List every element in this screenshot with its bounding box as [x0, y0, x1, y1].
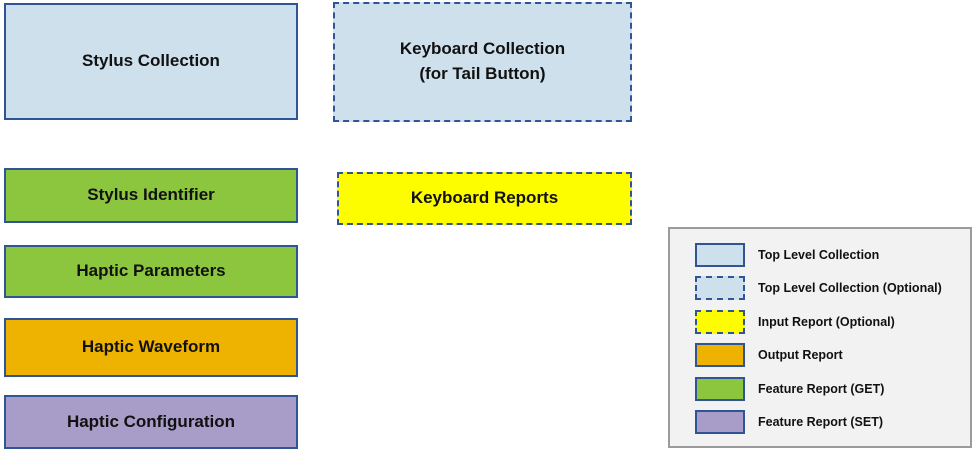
legend-row-feature-report-set: Feature Report (SET)	[695, 409, 970, 434]
legend-row-top-level-collection: Top Level Collection	[695, 243, 970, 267]
legend-swatch-top-level-collection-optional	[695, 276, 745, 301]
keyboard-reports-box: Keyboard Reports	[337, 172, 632, 225]
legend-swatch-feature-report-get	[695, 376, 745, 401]
haptic-waveform-label: Haptic Waveform	[81, 337, 221, 357]
legend-label-feature-report-get: Feature Report (GET)	[758, 381, 885, 396]
legend-row-top-level-collection-optional: Top Level Collection (Optional)	[695, 276, 970, 301]
keyboard-collection-box: Keyboard Collection (for Tail Button)	[333, 2, 632, 122]
stylus-identifier-label: Stylus Identifier	[87, 185, 215, 205]
stylus-collection-label: Stylus Collection	[82, 51, 220, 71]
haptic-waveform-box: Haptic Waveform	[4, 318, 298, 377]
haptic-configuration-box: Haptic Configuration	[4, 395, 298, 449]
legend-swatch-input-report-optional	[695, 309, 745, 334]
keyboard-collection-label-line2: (for Tail Button)	[419, 64, 546, 83]
legend-swatch-feature-report-set	[695, 409, 745, 434]
legend-swatch-top-level-collection	[695, 243, 745, 267]
stylus-collection-box: Stylus Collection	[4, 3, 298, 120]
legend-label-feature-report-set: Feature Report (SET)	[758, 414, 884, 429]
legend-label-input-report-optional: Input Report (Optional)	[758, 314, 895, 329]
legend-label-top-level-collection: Top Level Collection	[758, 248, 880, 262]
stylus-identifier-box: Stylus Identifier	[4, 168, 298, 223]
legend-panel: Top Level Collection Top Level Collectio…	[668, 227, 972, 448]
legend-row-input-report-optional: Input Report (Optional)	[695, 309, 970, 334]
haptic-parameters-label: Haptic Parameters	[76, 261, 226, 281]
legend-swatch-output-report	[695, 343, 745, 368]
haptic-parameters-box: Haptic Parameters	[4, 245, 298, 298]
legend-label-output-report: Output Report	[758, 348, 843, 363]
haptic-configuration-label: Haptic Configuration	[66, 411, 236, 431]
legend-label-top-level-collection-optional: Top Level Collection (Optional)	[758, 281, 942, 296]
legend-row-feature-report-get: Feature Report (GET)	[695, 376, 970, 401]
keyboard-reports-label: Keyboard Reports	[410, 188, 559, 208]
legend-row-output-report: Output Report	[695, 343, 970, 368]
keyboard-collection-label-line1: Keyboard Collection	[399, 39, 566, 59]
